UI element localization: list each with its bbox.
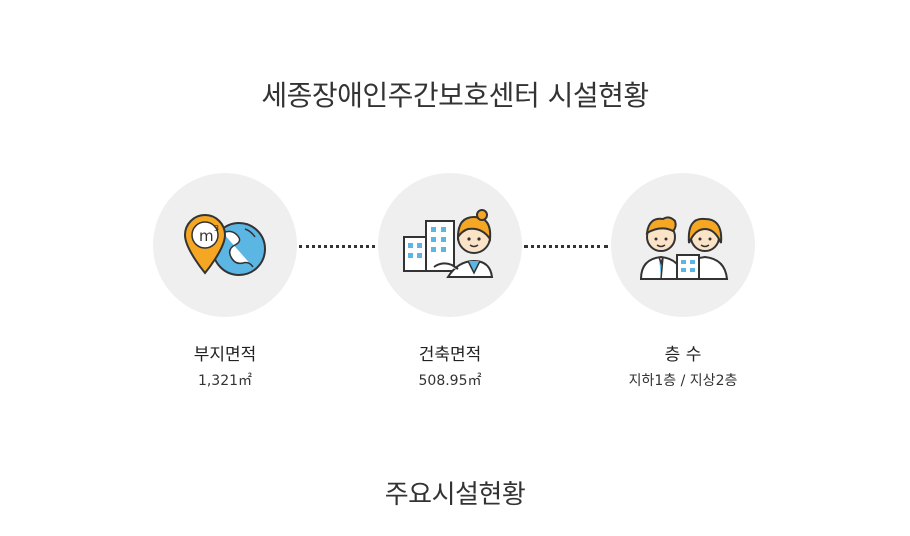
stat-label-floors: 층 수 (664, 345, 702, 365)
svg-text:m: m (199, 227, 214, 245)
people-building-icon (639, 216, 729, 280)
stat-label-site-area: 부지면적 (193, 345, 257, 365)
dotted-connector (524, 245, 608, 248)
stat-value-floors: 지하1층 / 지상2층 (628, 373, 738, 389)
stat-circle-site-area: m 3 (153, 173, 297, 317)
stat-value-site-area: 1,321㎡ (197, 373, 253, 389)
stat-circle-building-area (378, 173, 522, 317)
building-woman-icon (403, 209, 494, 278)
svg-text:3: 3 (214, 224, 219, 233)
section-title: 주요시설현황 (384, 480, 526, 510)
stat-label-building-area: 건축면적 (418, 345, 482, 365)
page-title: 세종장애인주간보호센터 시설현황 (261, 79, 649, 112)
dotted-connector (299, 245, 375, 248)
stat-value-building-area: 508.95㎡ (418, 373, 482, 389)
stat-circle-floors (611, 173, 755, 317)
location-globe-icon: m 3 (183, 213, 266, 276)
